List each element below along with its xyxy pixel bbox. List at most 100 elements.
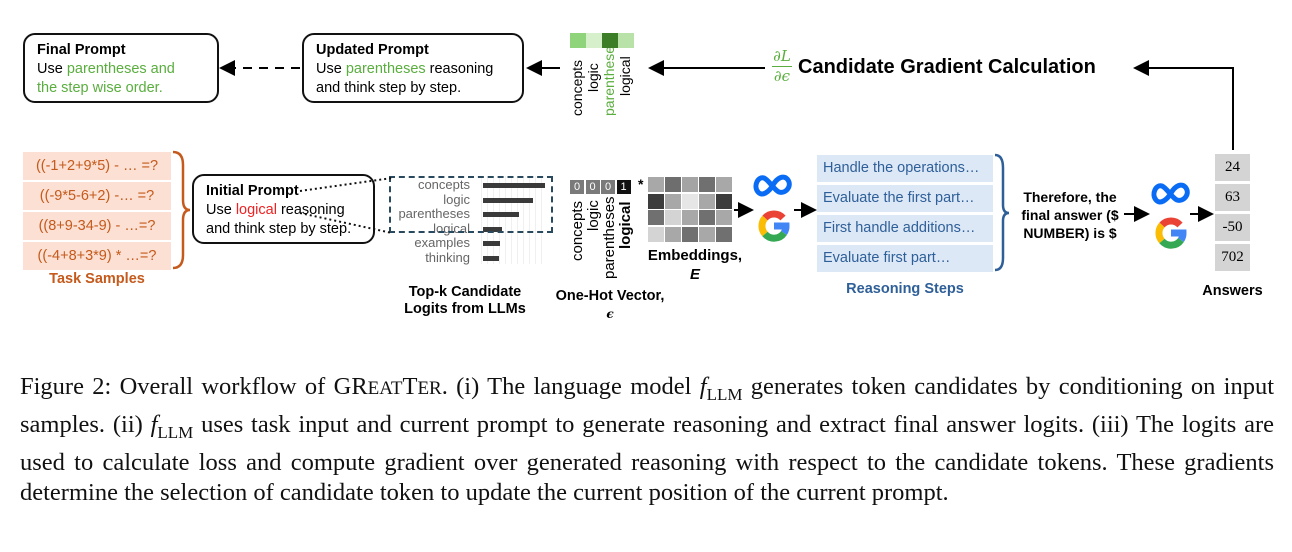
reasoning-steps-brace [994, 153, 1010, 272]
reasoning-step: Handle the operations… [817, 155, 993, 182]
task-sample-row: ((8+9-34-9) - …=? [23, 212, 171, 242]
reasoning-label: Reasoning Steps [846, 281, 964, 297]
embedding-cell [699, 193, 715, 209]
topk-caption: Top-k Candidate Logits from LLMs [390, 284, 540, 318]
topk-label: logic [443, 191, 470, 207]
answer-cell: 63 [1215, 184, 1250, 211]
answer-cell: -50 [1215, 214, 1250, 241]
onehot-caption-epsilon: ϵ [606, 307, 614, 321]
embedding-cell [716, 210, 732, 225]
onehot-cell: 0 [601, 180, 615, 194]
embedding-cell [699, 226, 715, 242]
meta-icon [752, 172, 794, 198]
updated-prompt-box: Updated Prompt Use parentheses reasoning… [302, 33, 524, 103]
figure-caption: Figure 2: Overall workflow of GREATTER. … [20, 373, 1275, 506]
gradient-fraction: ∂L ∂ϵ [770, 48, 794, 85]
onehot-cell: 0 [570, 180, 584, 194]
answer-cell: 702 [1215, 244, 1250, 271]
embedding-cell [699, 177, 715, 192]
f-llm-symbol: fLLM [699, 373, 743, 404]
zoom-line-bottom [299, 212, 393, 234]
embedding-cell [648, 210, 664, 225]
task-samples-stack: ((-1+2+9*5) - … =? ((-9*5-6+2) -… =? ((8… [23, 152, 171, 270]
embedding-cell [648, 226, 664, 242]
embedding-cell [682, 177, 698, 192]
topk-gridlines [481, 176, 547, 264]
onehot-cell: 1 [616, 180, 631, 194]
embeddings-grid [648, 177, 733, 243]
topk-bar [483, 226, 502, 232]
reasoning-step: Evaluate the first part… [817, 185, 993, 212]
onehot-cell: 0 [585, 180, 600, 194]
embedding-cell [648, 193, 664, 209]
embedding-cell [665, 193, 681, 209]
topk-bar [483, 255, 499, 261]
answer-cell: 24 [1215, 154, 1250, 181]
method-name: GREATTER [333, 373, 442, 400]
task-samples-brace [172, 150, 191, 270]
extraction-prompt: Therefore, the final answer ($ NUMBER) i… [1010, 188, 1130, 242]
initial-prompt-text-line2: and think step by step. [206, 221, 352, 237]
initial-prompt-title: Initial Prompt [206, 183, 299, 199]
reasoning-steps: Handle the operations… Evaluate the firs… [817, 155, 993, 275]
embeddings-caption-line1: Embeddings, [647, 247, 743, 264]
gradient-calc-label: Candidate Gradient Calculation [798, 56, 1096, 78]
meta-icon [1150, 180, 1192, 206]
google-icon [1153, 215, 1189, 251]
reasoning-step: Evaluate first part… [817, 245, 993, 272]
topk-caption-line2: Logits from LLMs [404, 301, 526, 317]
final-prompt-title: Final Prompt [37, 42, 126, 58]
embedding-cell [716, 226, 732, 242]
topk-label: parentheses [398, 206, 470, 221]
gradient-denominator: ∂ϵ [773, 67, 791, 85]
gradient-swatch-logic [586, 33, 602, 48]
connectors [172, 60, 1234, 272]
task-sample-row: ((-9*5-6+2) -… =? [23, 182, 171, 212]
final-prompt-text: Use parentheses and [37, 61, 175, 77]
embedding-cell [716, 177, 732, 192]
gradient-swatch-parentheses [602, 33, 618, 48]
topk-bar [483, 241, 500, 246]
topk-caption-line1: Top-k Candidate [408, 284, 522, 300]
topk-highlight-box [389, 176, 553, 233]
initial-prompt-box: Initial Prompt Use logical reasoning and… [192, 174, 375, 244]
topk-label: thinking [425, 249, 470, 265]
arrow-answers-to-gradient [1133, 60, 1234, 150]
gradient-swatch-logical [618, 33, 634, 48]
task-samples-label: Task Samples [49, 271, 145, 287]
topk-bar [483, 197, 533, 203]
topk-bars [483, 178, 547, 268]
topk-bar [483, 212, 519, 217]
gradient-numerator: ∂L [773, 47, 791, 65]
extraction-line3: NUMBER) is $ [1023, 225, 1117, 241]
zoom-line-top [299, 177, 393, 192]
onehot-caption: One-Hot Vector, ϵ [545, 287, 675, 323]
embeddings-caption: Embeddings, E [640, 246, 750, 284]
embedding-cell [699, 210, 715, 225]
task-sample-row: ((-1+2+9*5) - … =? [23, 152, 171, 182]
topk-bar [483, 183, 545, 188]
extraction-line2: final answer ($ [1021, 207, 1119, 223]
initial-prompt-text: Use logical reasoning [206, 202, 345, 218]
embedding-cell [665, 177, 681, 192]
google-icon [756, 208, 792, 244]
embedding-cell [682, 210, 698, 225]
updated-prompt-text-line2: and think step by step. [316, 80, 462, 96]
gradient-token-swatches [570, 33, 636, 48]
f-llm-symbol: fLLM [150, 410, 194, 442]
answers-stack: 24 63 -50 702 [1215, 154, 1250, 274]
embedding-cell [716, 193, 732, 209]
final-prompt-box: Final Prompt Use parentheses and the ste… [23, 33, 219, 103]
embedding-cell [665, 226, 681, 242]
topk-label: examples [414, 235, 470, 250]
gradient-swatch-concepts [570, 33, 586, 48]
multiply-symbol: * [638, 176, 644, 192]
updated-prompt-title: Updated Prompt [316, 42, 429, 58]
topk-label: concepts [417, 177, 470, 192]
reasoning-step: First handle additions… [817, 215, 993, 242]
final-prompt-text-line2: the step wise order. [37, 80, 163, 96]
updated-prompt-text: Use parentheses reasoning [316, 61, 494, 77]
onehot-caption-line1: One-Hot Vector, [555, 288, 665, 304]
embedding-cell [665, 210, 681, 225]
